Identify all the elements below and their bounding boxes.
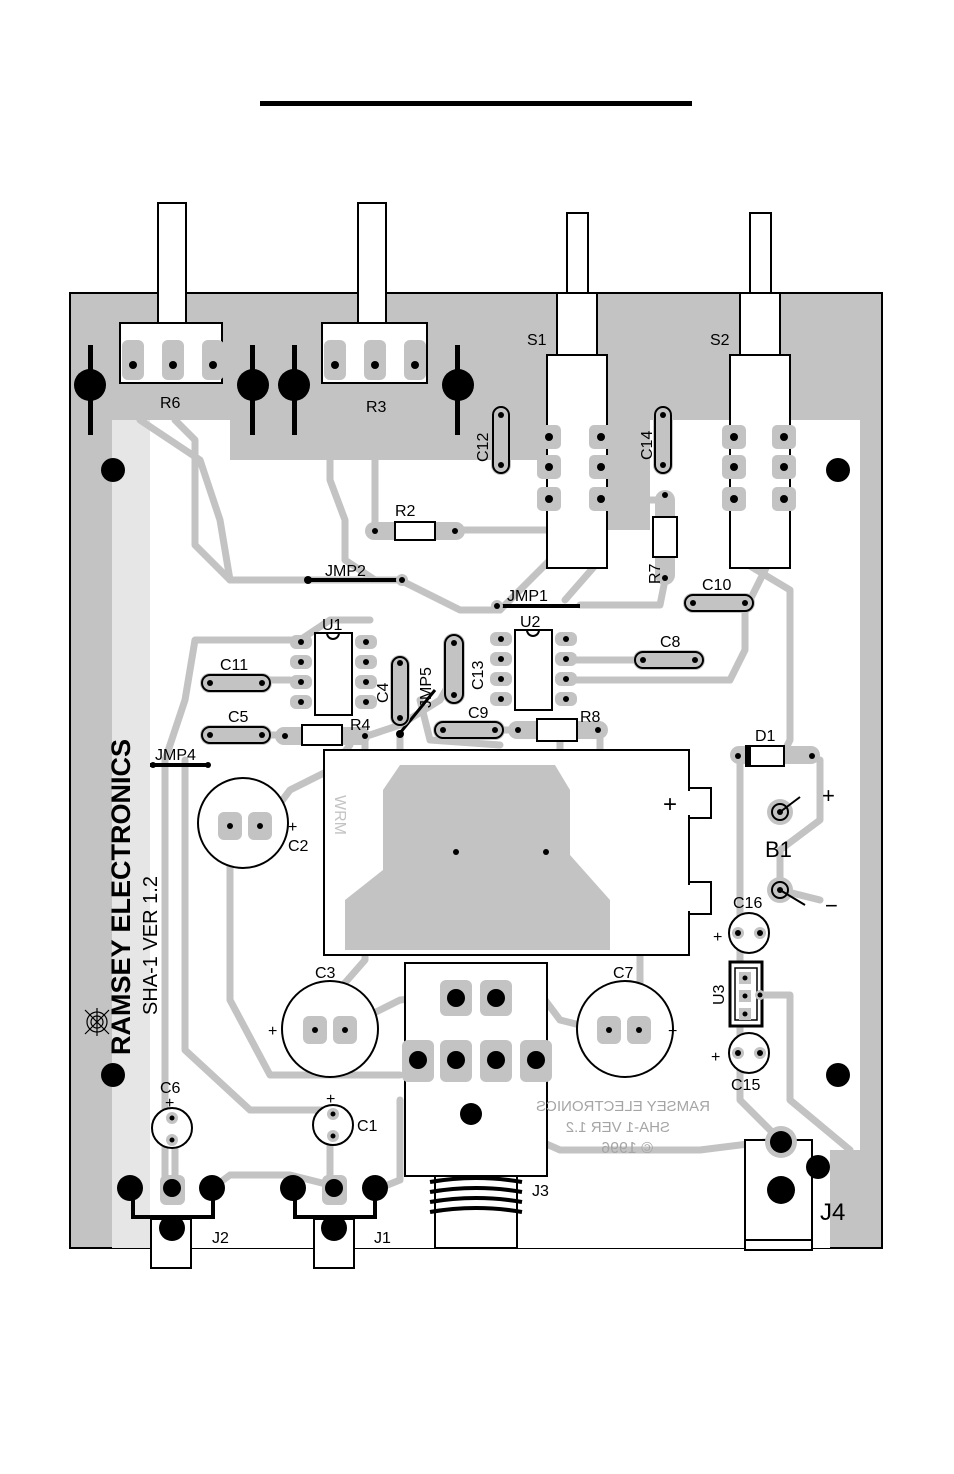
label-c9: C9 [468, 705, 489, 722]
brand-line2: SHA-1 VER 1.2 [140, 876, 162, 1015]
mirror-line1: RAMSEY ELECTRONICS [536, 1098, 710, 1115]
b1-minus: − [825, 893, 838, 918]
label-r8: R8 [580, 709, 601, 726]
label-c2: C2 [288, 838, 309, 855]
title-rule [260, 101, 692, 106]
label-c6: C6 [160, 1080, 181, 1097]
brand-line1: RAMSEY ELECTRONICS [106, 739, 136, 1055]
label-c3: C3 [315, 965, 336, 982]
mirror-logo-text: WRM [331, 795, 348, 835]
mirror-line3: © 1996 [601, 1140, 653, 1157]
battery-holder: + WRM [324, 750, 711, 955]
battery-plus: + [663, 791, 677, 818]
label-u1: U1 [322, 617, 343, 634]
label-d1: D1 [755, 728, 776, 745]
label-j3: J3 [532, 1183, 549, 1200]
label-r6: R6 [160, 395, 181, 412]
label-c12: C12 [475, 433, 492, 462]
label-c15: C15 [731, 1077, 760, 1094]
label-c1: C1 [357, 1118, 378, 1135]
label-c16: C16 [733, 895, 762, 912]
label-b1: B1 [765, 837, 792, 862]
mirror-line2: SHA-1 VER 1.2 [566, 1119, 670, 1136]
label-r4: R4 [350, 717, 371, 734]
label-u3: U3 [711, 984, 728, 1005]
label-c7: C7 [613, 965, 634, 982]
label-c11: C11 [220, 657, 248, 674]
c1-plus: + [326, 1091, 335, 1108]
label-c10: C10 [702, 577, 731, 594]
c3-plus: + [268, 1023, 277, 1040]
label-c8: C8 [660, 634, 681, 651]
label-jmp5: JMP5 [418, 667, 435, 708]
c2-plus: + [288, 819, 297, 836]
label-s2: S2 [710, 332, 730, 349]
c7-plus: + [668, 1023, 677, 1040]
label-s1: S1 [527, 332, 547, 349]
label-jmp2: JMP2 [325, 563, 366, 580]
label-j1: J1 [374, 1230, 391, 1247]
label-c13: C13 [470, 661, 487, 690]
c15-plus: + [711, 1049, 720, 1066]
c16-plus: + [713, 929, 722, 946]
label-c5: C5 [228, 709, 249, 726]
label-r3: R3 [366, 399, 387, 416]
jack-j3-thread [430, 1176, 522, 1248]
label-r2: R2 [395, 503, 416, 520]
label-u2: U2 [520, 614, 541, 631]
c6-plus: + [165, 1095, 174, 1112]
label-j4: J4 [820, 1199, 845, 1226]
label-j2: J2 [212, 1230, 229, 1247]
label-c14: C14 [639, 431, 656, 460]
label-jmp4: JMP4 [155, 747, 196, 764]
label-c4: C4 [375, 682, 392, 703]
label-jmp1: JMP1 [507, 588, 548, 605]
label-r7: R7 [647, 563, 664, 584]
b1-plus: + [822, 783, 835, 808]
